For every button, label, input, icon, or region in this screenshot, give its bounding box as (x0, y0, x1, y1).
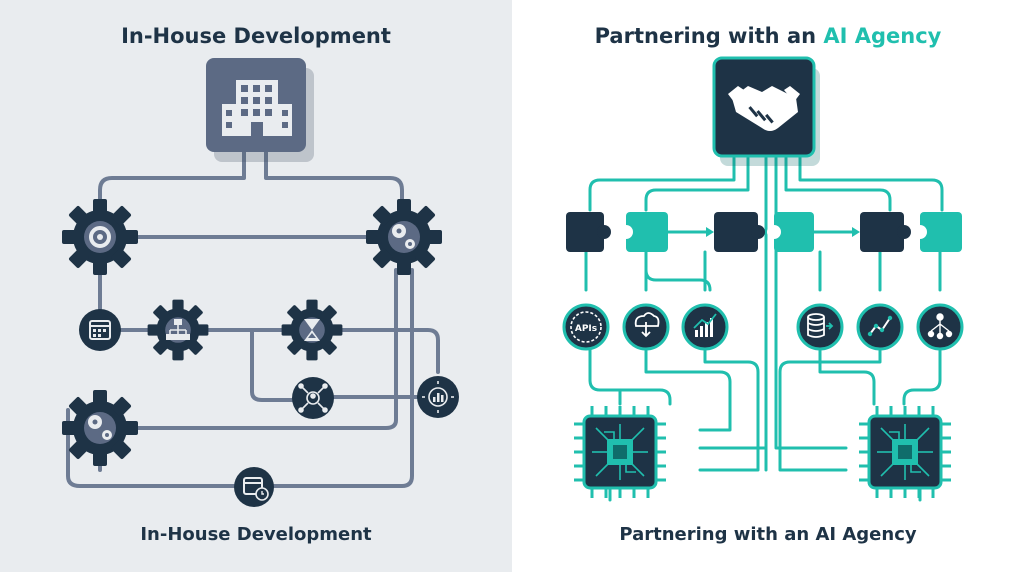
office-building-icon (222, 80, 292, 136)
apis-node: APIs (562, 303, 610, 351)
trend-node (856, 303, 904, 351)
process-block (619, 212, 668, 252)
handshake-icon (728, 86, 800, 131)
analytics-node (417, 376, 459, 418)
left-title: In-House Development (121, 24, 391, 48)
schedule-node (234, 467, 274, 507)
team-network-icon (927, 313, 953, 340)
process-block (913, 212, 962, 252)
agency-handshake-box (712, 56, 820, 166)
flow-arrows (706, 227, 860, 237)
data-analytics-icon (422, 381, 454, 413)
database-node (796, 303, 844, 351)
org-chart-icon (166, 319, 190, 340)
network-hub-icon (298, 383, 328, 413)
right-title: Partnering with an AI Agency (512, 24, 1024, 48)
chart-node (681, 303, 729, 351)
gear-node-top-left (62, 199, 138, 275)
database-icon (807, 313, 834, 338)
gear-node-top-right (366, 199, 442, 275)
hourglass-node (281, 299, 343, 361)
trend-line-icon (867, 315, 893, 337)
double-gear-icon (392, 224, 415, 249)
network-node (292, 377, 334, 419)
hourglass-icon (304, 319, 320, 341)
right-caption: Partnering with an AI Agency (619, 524, 917, 545)
gear-node-bottom-left (62, 390, 138, 466)
double-gear-icon (88, 415, 112, 440)
cloud-sync-icon (634, 312, 660, 338)
calendar-node (79, 309, 121, 351)
process-block (767, 212, 814, 252)
ai-chip-right (857, 404, 953, 500)
gear-icon (89, 226, 111, 248)
right-title-prefix: Partnering with an (594, 24, 824, 48)
process-block (860, 212, 911, 252)
hierarchy-node (147, 299, 209, 361)
bar-chart-icon (693, 313, 717, 337)
left-caption: In-House Development (140, 524, 372, 545)
calendar-icon (89, 320, 111, 340)
left-connector-lines (66, 148, 440, 488)
cloud-sync-node (622, 303, 670, 351)
process-block (566, 212, 611, 252)
in-house-building-box (206, 58, 314, 162)
calendar-clock-icon (243, 477, 269, 501)
process-block (714, 212, 765, 252)
process-block-row (566, 212, 962, 252)
right-title-highlight: AI Agency (823, 24, 942, 48)
right-connector-lines (584, 156, 944, 502)
ai-chip-left (572, 404, 668, 500)
apis-label: APIs (575, 324, 597, 334)
team-node (916, 303, 964, 351)
